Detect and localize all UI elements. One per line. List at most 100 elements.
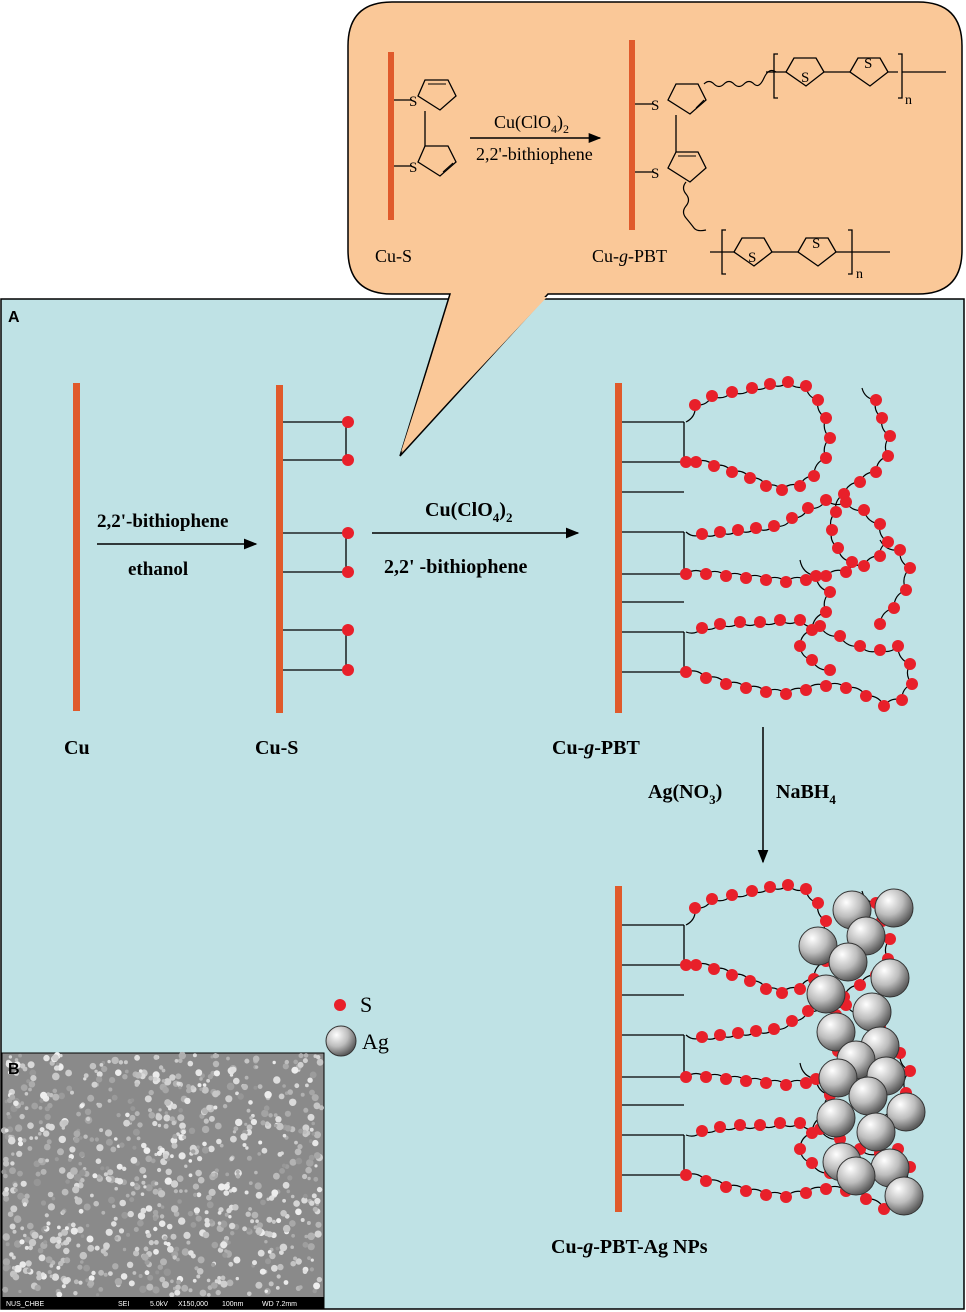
sem-grain xyxy=(161,1068,166,1073)
sem-grain xyxy=(226,1056,230,1061)
sem-grain xyxy=(176,1175,184,1182)
sem-grain xyxy=(129,1197,135,1203)
sem-grain xyxy=(73,1279,79,1285)
sem-grain xyxy=(44,1113,51,1121)
sem-grain xyxy=(55,1243,61,1249)
sem-grain xyxy=(276,1122,284,1131)
sem-grain xyxy=(95,1158,102,1164)
sem-grain xyxy=(157,1123,162,1128)
sem-grain xyxy=(271,1264,278,1272)
sem-grain xyxy=(136,1136,141,1141)
sem-grain xyxy=(304,1234,309,1239)
sulfur-dot xyxy=(780,688,792,700)
sem-grain xyxy=(38,1254,46,1262)
cu-electrode xyxy=(73,383,80,711)
sem-grain xyxy=(182,1135,187,1140)
sulfur-dot xyxy=(754,616,766,628)
sem-grain xyxy=(19,1113,25,1120)
sem-grain xyxy=(28,1081,36,1088)
sem-grain xyxy=(114,1186,118,1191)
sem-grain xyxy=(257,1152,262,1156)
sem-grain xyxy=(280,1151,284,1156)
sem-grain xyxy=(206,1278,211,1283)
sem-grain xyxy=(192,1278,197,1283)
sem-grain xyxy=(293,1200,300,1207)
sem-grain xyxy=(184,1189,188,1193)
sulfur-dot xyxy=(820,570,832,582)
sulfur-dot xyxy=(720,570,732,582)
sulfur-dot xyxy=(708,963,720,975)
sem-grain xyxy=(79,1251,88,1260)
sem-grain xyxy=(220,1241,228,1249)
sulfur-dot xyxy=(854,476,866,488)
sulfur-dot xyxy=(794,640,806,652)
sem-grain xyxy=(176,1257,180,1262)
sem-grain xyxy=(84,1108,92,1116)
sem-grain xyxy=(309,1089,315,1096)
sem-grain xyxy=(20,1226,25,1231)
sem-grain xyxy=(58,1135,66,1144)
inset-repeat-n-top: n xyxy=(905,93,912,108)
sem-grain xyxy=(225,1095,233,1103)
sem-grain xyxy=(255,1191,263,1199)
sulfur-dot xyxy=(904,562,916,574)
sem-grain xyxy=(294,1148,302,1156)
sem-grain xyxy=(111,1204,116,1209)
sulfur-dot xyxy=(760,983,772,995)
sulfur-dot xyxy=(820,680,832,692)
sulfur-dot xyxy=(726,969,738,981)
sem-grain xyxy=(220,1220,228,1228)
sulfur-dot xyxy=(740,1185,752,1197)
sem-grain xyxy=(208,1219,214,1224)
legend-sulfur-dot xyxy=(334,999,346,1011)
sem-grain xyxy=(255,1065,259,1069)
sem-grain xyxy=(316,1186,323,1193)
sem-grain xyxy=(87,1280,95,1287)
sem-grain xyxy=(293,1059,299,1065)
sulfur-dot xyxy=(854,979,866,991)
sem-grain xyxy=(57,1225,61,1230)
sem-grain xyxy=(247,1291,252,1297)
sem-grain xyxy=(64,1226,69,1231)
sem-grain xyxy=(253,1085,258,1090)
sem-grain xyxy=(23,1233,27,1238)
sem-grain xyxy=(155,1113,163,1121)
sem-grain xyxy=(122,1074,128,1080)
sem-grain xyxy=(199,1077,203,1081)
sem-grain xyxy=(9,1252,14,1257)
sem-grain xyxy=(313,1152,321,1159)
sem-grain xyxy=(178,1217,186,1225)
sem-grain xyxy=(215,1289,221,1296)
inset-reagent-bottom: 2,2'-bithiophene xyxy=(476,144,593,164)
sem-grain xyxy=(248,1181,253,1185)
sem-grain xyxy=(121,1211,129,1219)
sem-footer-mode: SEI xyxy=(118,1301,129,1308)
sem-grain xyxy=(276,1274,281,1279)
sem-grain xyxy=(217,1211,222,1215)
sem-grain xyxy=(195,1169,202,1177)
sem-grain xyxy=(54,1157,59,1162)
inset-s-atom-2: S xyxy=(409,160,417,176)
sem-grain xyxy=(285,1125,292,1132)
sem-grain xyxy=(253,1225,258,1230)
sem-grain xyxy=(22,1202,28,1207)
sem-grain xyxy=(62,1277,70,1285)
sulfur-dot xyxy=(690,959,702,971)
sem-grain xyxy=(118,1228,125,1234)
sulfur-dot xyxy=(744,975,756,987)
sem-grain xyxy=(7,1070,12,1075)
sem-grain xyxy=(43,1130,50,1137)
sem-grain xyxy=(38,1157,44,1164)
sem-grain xyxy=(10,1205,18,1213)
sulfur-dot xyxy=(806,624,818,636)
sem-grain xyxy=(169,1116,175,1122)
sulfur-dot xyxy=(786,1015,798,1027)
sem-grain xyxy=(222,1104,228,1109)
sem-grain xyxy=(74,1196,79,1200)
sem-grain xyxy=(45,1256,53,1264)
bubble-tail-fill xyxy=(401,297,547,452)
sem-grain xyxy=(113,1216,118,1221)
sem-grain xyxy=(152,1120,158,1127)
sem-grain xyxy=(153,1216,158,1221)
sem-grain xyxy=(47,1203,56,1211)
